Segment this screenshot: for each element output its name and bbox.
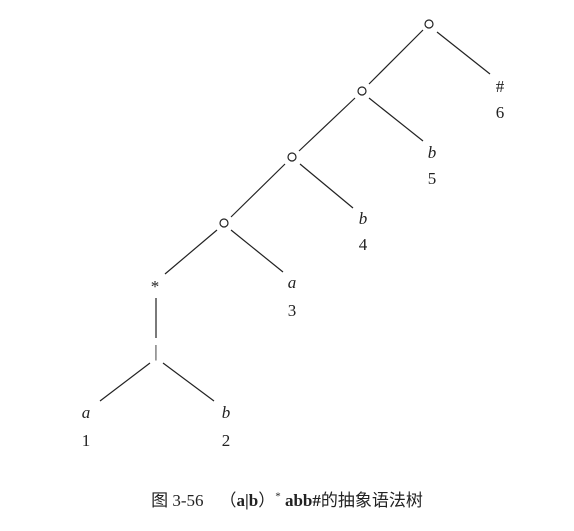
concat-node-3 bbox=[287, 152, 297, 162]
regex-alternation: a|b bbox=[236, 491, 259, 510]
edge-root-to-hash bbox=[436, 31, 491, 75]
leaf-symbol-6: # bbox=[496, 77, 505, 96]
regex-open-paren: （ bbox=[219, 491, 237, 510]
syntax-tree-diagram: * | a b a b b # 1 2 3 4 5 6 bbox=[82, 19, 505, 450]
leaf-position-1: 1 bbox=[82, 431, 91, 450]
edge-concat2-to-b5 bbox=[368, 97, 424, 142]
concat-node-4 bbox=[219, 218, 229, 228]
leaf-position-2: 2 bbox=[222, 431, 231, 450]
regex-close-paren: ） bbox=[258, 491, 276, 510]
leaf-symbol-1: a bbox=[82, 403, 91, 422]
edge-concat2-to-concat3 bbox=[298, 97, 356, 152]
edge-or-to-b2 bbox=[162, 362, 215, 402]
concat-node-root bbox=[424, 19, 434, 29]
leaf-position-4: 4 bbox=[359, 235, 368, 254]
edge-root-to-concat2 bbox=[368, 29, 424, 85]
edge-concat4-to-star bbox=[164, 229, 218, 275]
regex-rest: abb# bbox=[284, 491, 321, 510]
figure-number: 图 3-56 bbox=[151, 491, 204, 510]
edge-concat4-to-a3 bbox=[230, 229, 284, 273]
edge-or-to-a1 bbox=[99, 362, 151, 402]
concat-node-2 bbox=[357, 86, 367, 96]
leaf-symbol-2: b bbox=[222, 403, 231, 422]
leaf-position-3: 3 bbox=[288, 301, 297, 320]
edge-concat3-to-b4 bbox=[299, 163, 354, 209]
caption-suffix: 的抽象语法树 bbox=[320, 491, 423, 510]
tree-edges bbox=[99, 29, 491, 402]
leaf-position-6: 6 bbox=[496, 103, 505, 122]
leaf-position-5: 5 bbox=[428, 169, 437, 188]
or-node: | bbox=[154, 342, 157, 361]
leaf-symbol-4: b bbox=[359, 209, 368, 228]
figure-caption: 图 3-56 （a|b）* abb#的抽象语法树 bbox=[0, 486, 574, 511]
leaf-symbol-5: b bbox=[428, 143, 437, 162]
regex-star: * bbox=[275, 490, 281, 503]
star-node: * bbox=[151, 277, 160, 296]
leaf-symbol-3: a bbox=[288, 273, 297, 292]
edge-concat3-to-concat4 bbox=[230, 163, 286, 218]
